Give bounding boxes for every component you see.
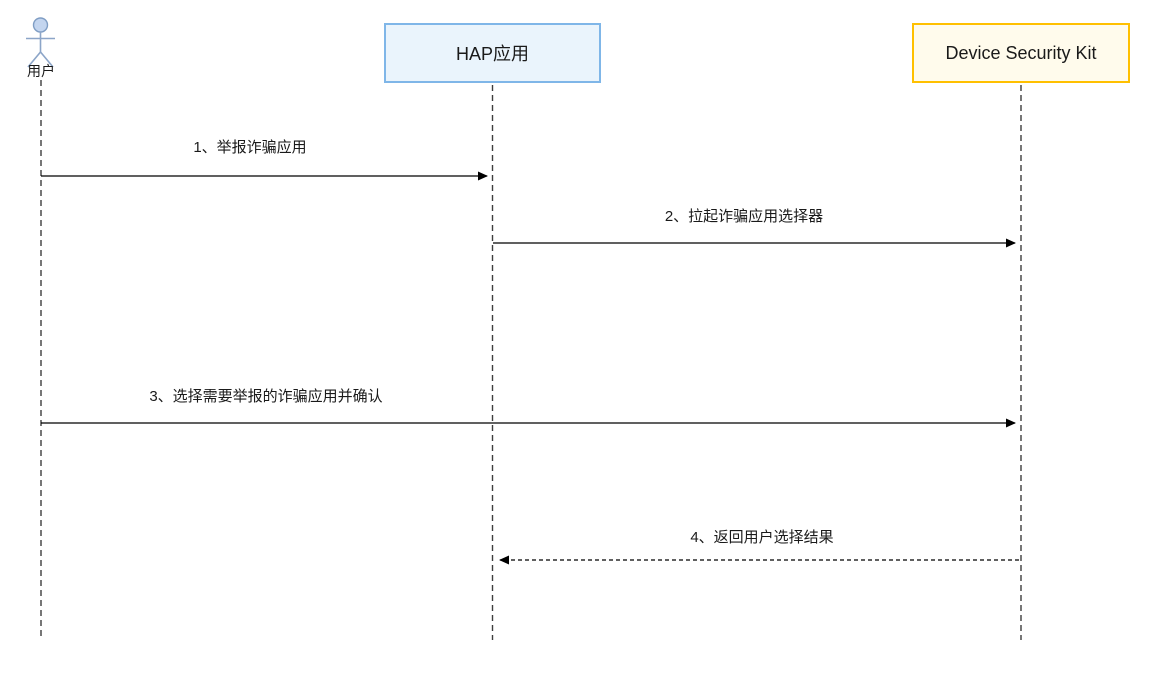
message-3-label: 3、选择需要举报的诈骗应用并确认 <box>149 388 383 405</box>
actor-left-leg <box>27 51 42 68</box>
message-2-label: 2、拉起诈骗应用选择器 <box>664 208 824 225</box>
actor-head <box>32 17 49 33</box>
participant-hap-box: HAP应用 <box>384 23 601 83</box>
participant-dsk-label: Device Security Kit <box>945 42 1097 63</box>
user-actor-icon <box>26 17 55 68</box>
message-1-label: 1、举报诈骗应用 <box>193 139 307 156</box>
participant-user-label: 用户 <box>27 63 55 79</box>
actor-right-leg <box>39 51 54 68</box>
message-4-label: 4、返回用户选择结果 <box>690 529 834 546</box>
participant-dsk-box: Device Security Kit <box>912 23 1130 83</box>
participant-hap-label: HAP应用 <box>455 44 529 64</box>
